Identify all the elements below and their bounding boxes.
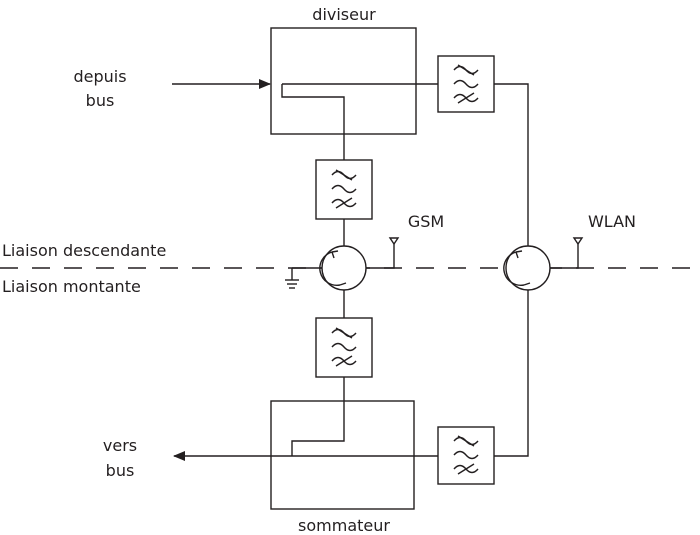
combiner-box [270, 400, 415, 510]
gsm-circulator [319, 245, 367, 291]
divider-gsm-branch [281, 84, 345, 160]
wlan-antenna-feed [550, 244, 579, 269]
wlan-label: WLAN [588, 212, 636, 231]
wlan-antenna-icon [572, 237, 584, 246]
gsm-antenna-icon [388, 237, 400, 246]
wlan-downlink-line [494, 83, 529, 246]
input-label-line1: depuis [73, 67, 126, 86]
output-label-line1: vers [103, 436, 137, 455]
ground-icon [285, 268, 299, 289]
output-label-line2: bus [106, 461, 135, 480]
gsm-antenna-feed [366, 244, 395, 269]
uplink-label: Liaison montante [2, 277, 141, 296]
wlan-circulator [503, 245, 551, 291]
wlan-uplink-line [494, 290, 529, 457]
combiner-gsm-input [291, 401, 345, 456]
divider-label: diviseur [312, 5, 376, 24]
input-label-line2: bus [86, 91, 115, 110]
downlink-label: Liaison descendante [2, 241, 166, 260]
combiner-label: sommateur [298, 516, 390, 535]
gsm-label: GSM [408, 212, 444, 231]
